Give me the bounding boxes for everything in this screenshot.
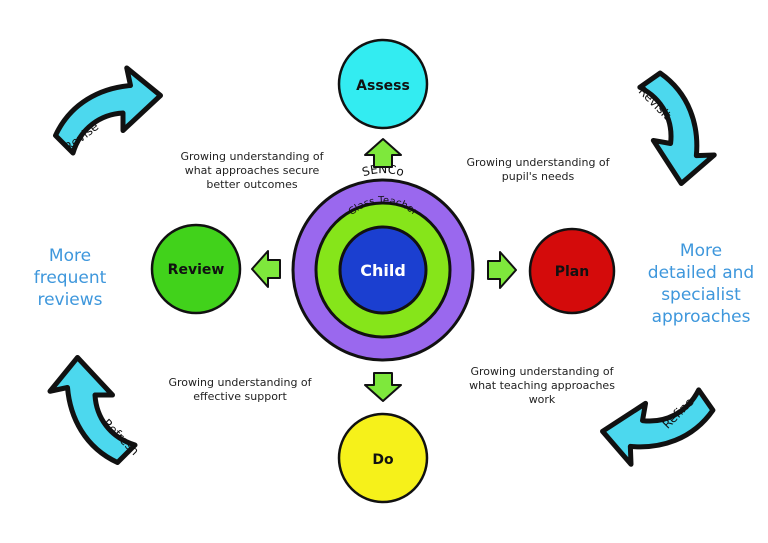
note-bottom-left: Growing understanding of effective suppo… bbox=[168, 376, 312, 403]
do-circle bbox=[337, 412, 429, 504]
assess-circle bbox=[337, 38, 429, 130]
child-label: Child bbox=[360, 261, 406, 280]
revisit-arrow-icon bbox=[625, 70, 727, 188]
child-circle bbox=[338, 225, 428, 315]
note-top-left: Growing understanding of what approaches… bbox=[180, 150, 324, 191]
assess-label: Assess bbox=[356, 78, 410, 94]
note-top-right: Growing understanding of pupil's needs bbox=[466, 156, 610, 183]
note-bottom-right: Growing understanding of what teaching a… bbox=[469, 365, 615, 406]
arrow-to-review-icon bbox=[251, 250, 281, 288]
side-note-right: More detailed and specialist approaches bbox=[647, 241, 755, 327]
review-circle bbox=[150, 223, 242, 315]
review-label: Review bbox=[168, 262, 225, 278]
plan-circle bbox=[528, 227, 616, 315]
arrow-to-do-icon bbox=[364, 372, 402, 402]
svg-text:SENCo: SENCo bbox=[360, 162, 405, 179]
arrow-to-assess-icon bbox=[364, 138, 402, 168]
senco-label: SENCo bbox=[360, 162, 405, 179]
do-label: Do bbox=[372, 452, 394, 468]
plan-label: Plan bbox=[555, 264, 589, 280]
side-note-left: More frequent reviews bbox=[33, 246, 107, 310]
arrow-to-plan-icon bbox=[487, 251, 517, 289]
